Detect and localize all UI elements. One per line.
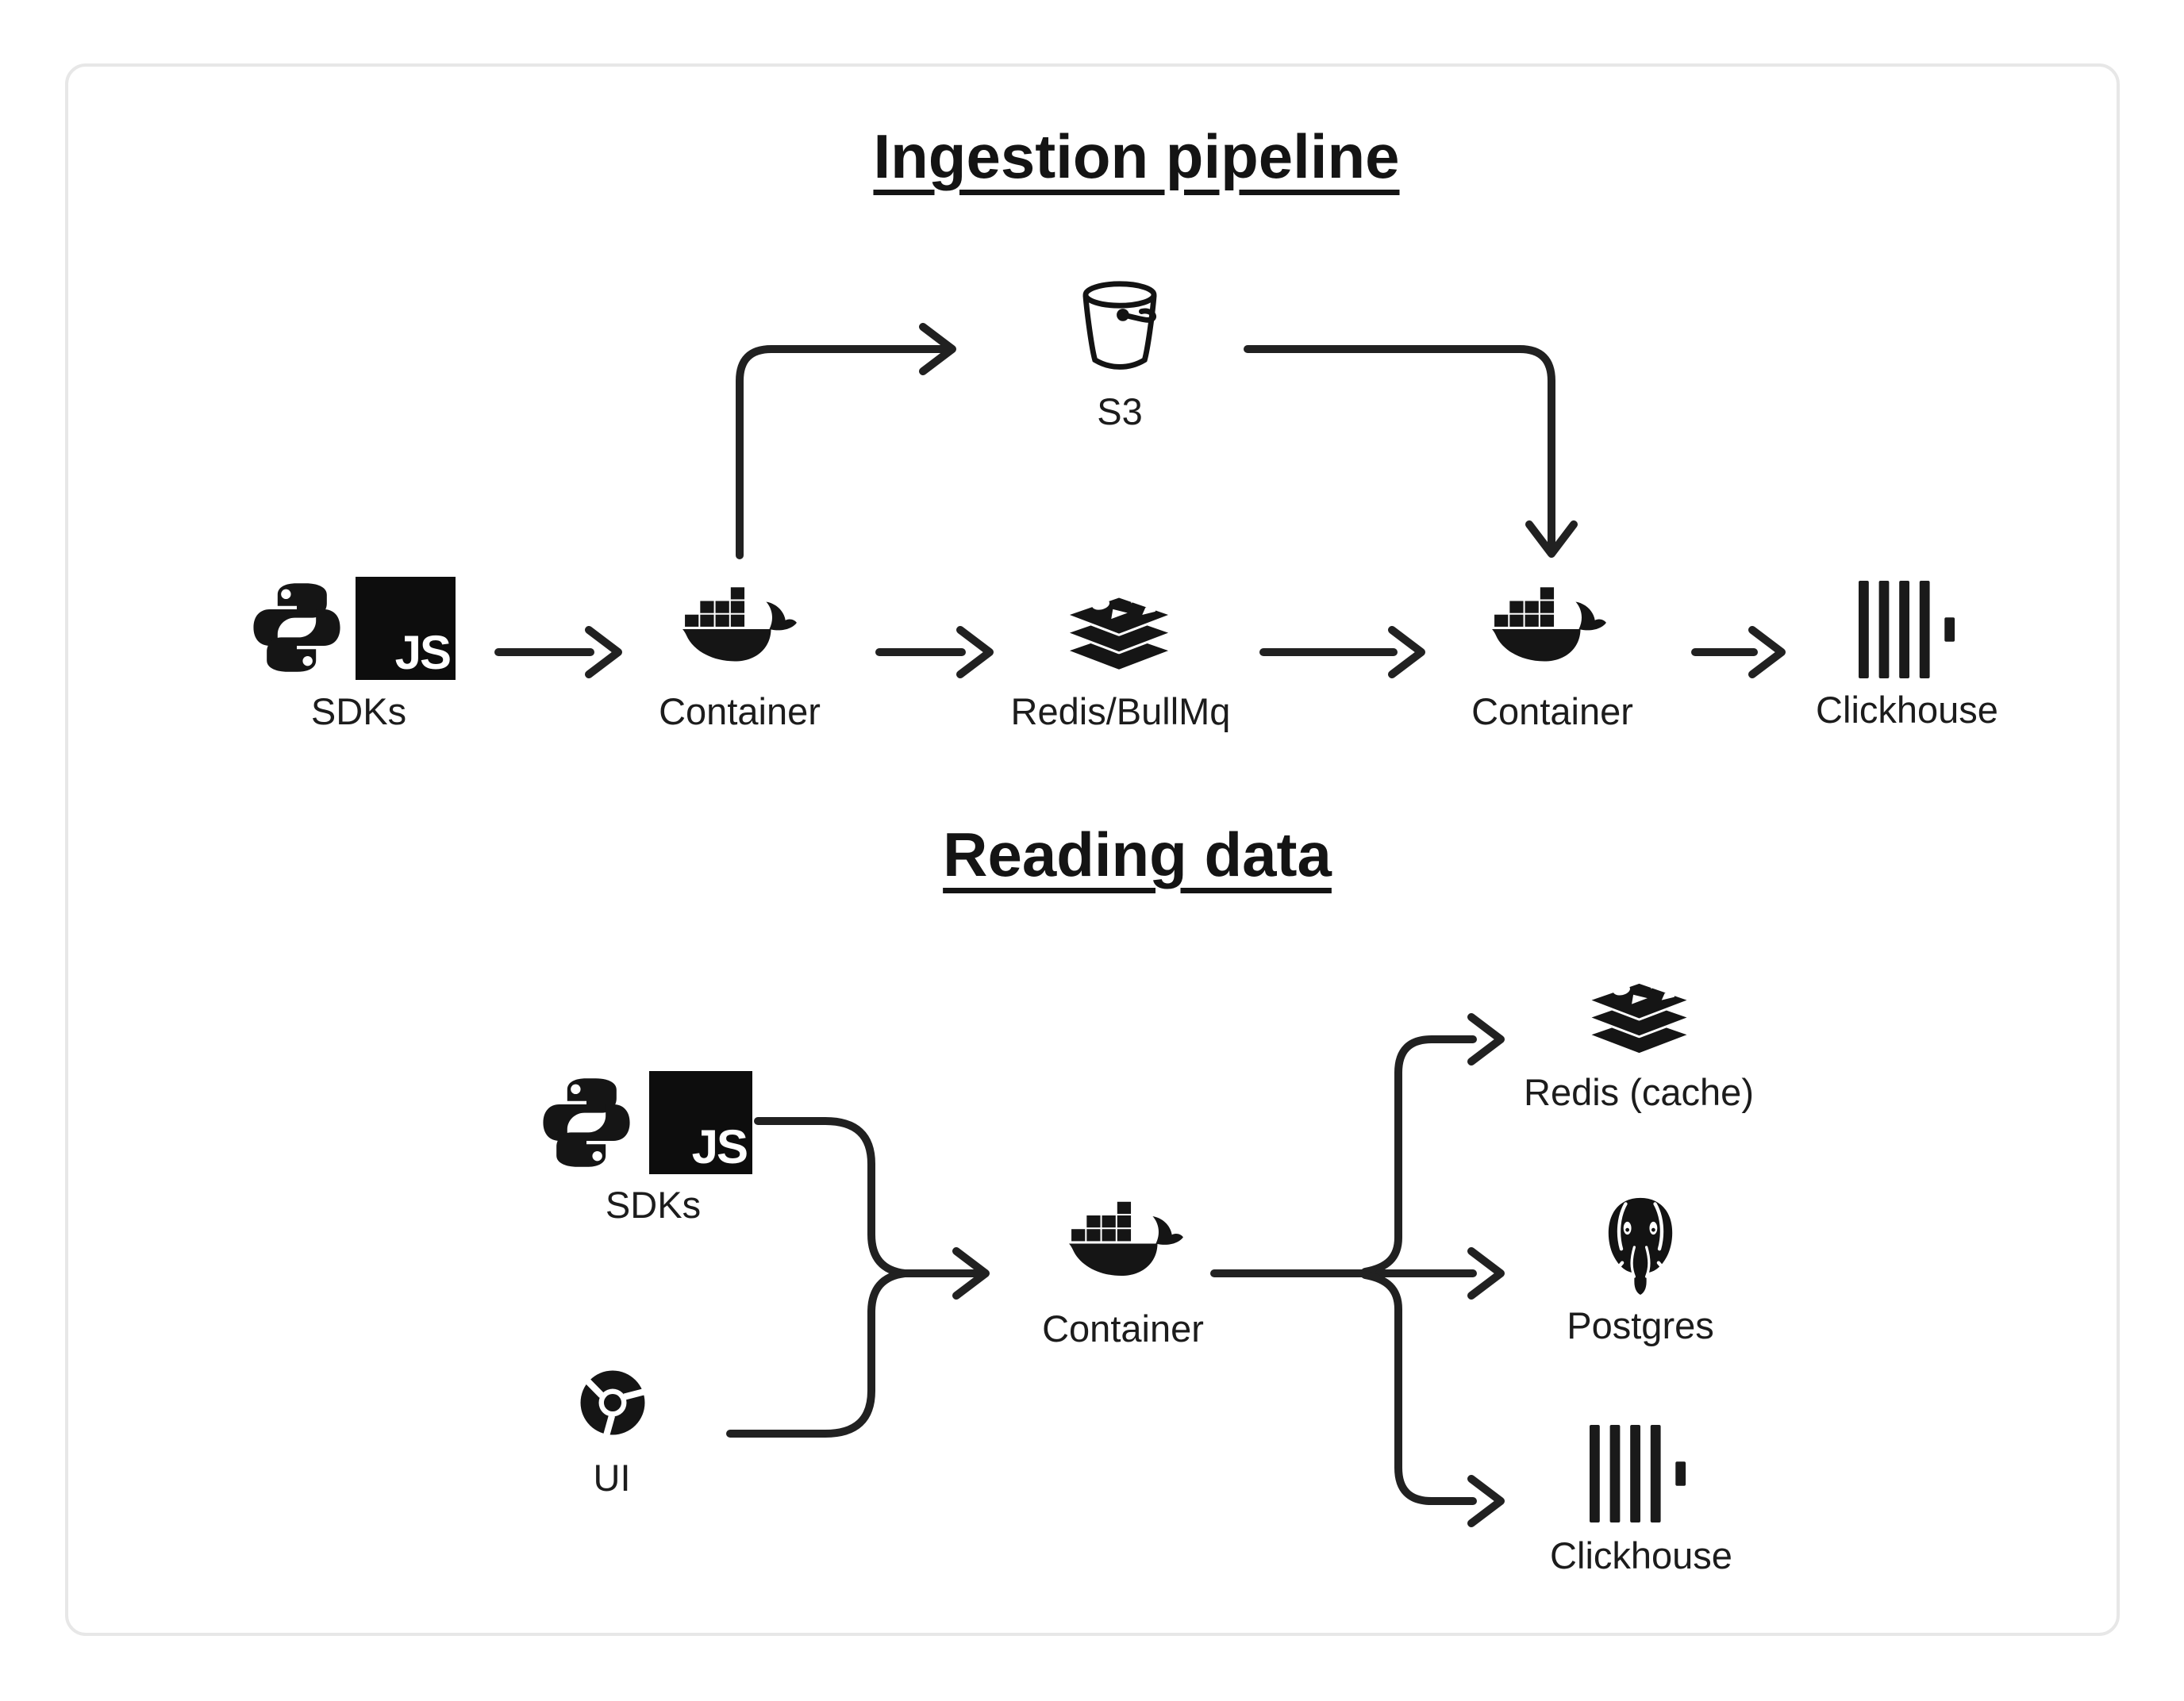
python-icon: [537, 1071, 636, 1174]
redis-icon: [1586, 970, 1693, 1060]
edge-branch-to-redis-cache: [1361, 1013, 1505, 1276]
label-redis-cache: Redis (cache): [1524, 1071, 1754, 1113]
label-container-reading: Container: [1042, 1307, 1204, 1350]
edge-container-to-clickhouse: [1691, 626, 1786, 678]
edge-sdks-to-container: [494, 626, 622, 678]
label-clickhouse-ingest: Clickhouse: [1816, 689, 1998, 731]
edge-container-to-s3: [736, 323, 956, 559]
docker-icon: [1490, 587, 1611, 676]
label-container-worker: Container: [1471, 690, 1633, 732]
label-container-ingest: Container: [659, 690, 821, 732]
javascript-icon: JS: [356, 577, 456, 680]
postgres-icon: [1593, 1195, 1688, 1300]
label-clickhouse-reading: Clickhouse: [1550, 1534, 1732, 1576]
edge-branch-to-clickhouse: [1361, 1271, 1505, 1527]
edge-s3-to-container: [1244, 345, 1578, 558]
edge-container-to-redis-queue: [875, 626, 994, 678]
chrome-icon: [576, 1365, 649, 1441]
diagram-card: [65, 63, 2120, 1636]
label-redis-queue: Redis/BullMq: [1010, 690, 1231, 732]
edge-ui-to-merge: [726, 1269, 909, 1438]
docker-icon: [1067, 1200, 1188, 1292]
clickhouse-icon: [1590, 1424, 1690, 1523]
clickhouse-icon: [1859, 579, 1959, 680]
python-icon: [248, 575, 346, 680]
javascript-icon: JS: [649, 1071, 752, 1174]
edge-branch-to-postgres: [1375, 1247, 1505, 1300]
edge-sdks-to-merge: [754, 1117, 909, 1277]
label-ui: UI: [593, 1457, 631, 1499]
redis-icon: [1063, 583, 1175, 677]
label-sdks-reading: SDKs: [605, 1184, 702, 1226]
s3-bucket-icon: [1073, 278, 1167, 382]
label-s3: S3: [1097, 390, 1143, 432]
edge-merge-to-container: [901, 1247, 990, 1300]
label-sdks-ingestion: SDKs: [310, 690, 407, 732]
section-title-ingestion: Ingestion pipeline: [873, 121, 1400, 191]
label-postgres: Postgres: [1567, 1304, 1714, 1346]
edge-redis-queue-to-container: [1259, 626, 1425, 678]
section-title-reading: Reading data: [943, 820, 1332, 889]
docker-icon: [681, 587, 802, 676]
